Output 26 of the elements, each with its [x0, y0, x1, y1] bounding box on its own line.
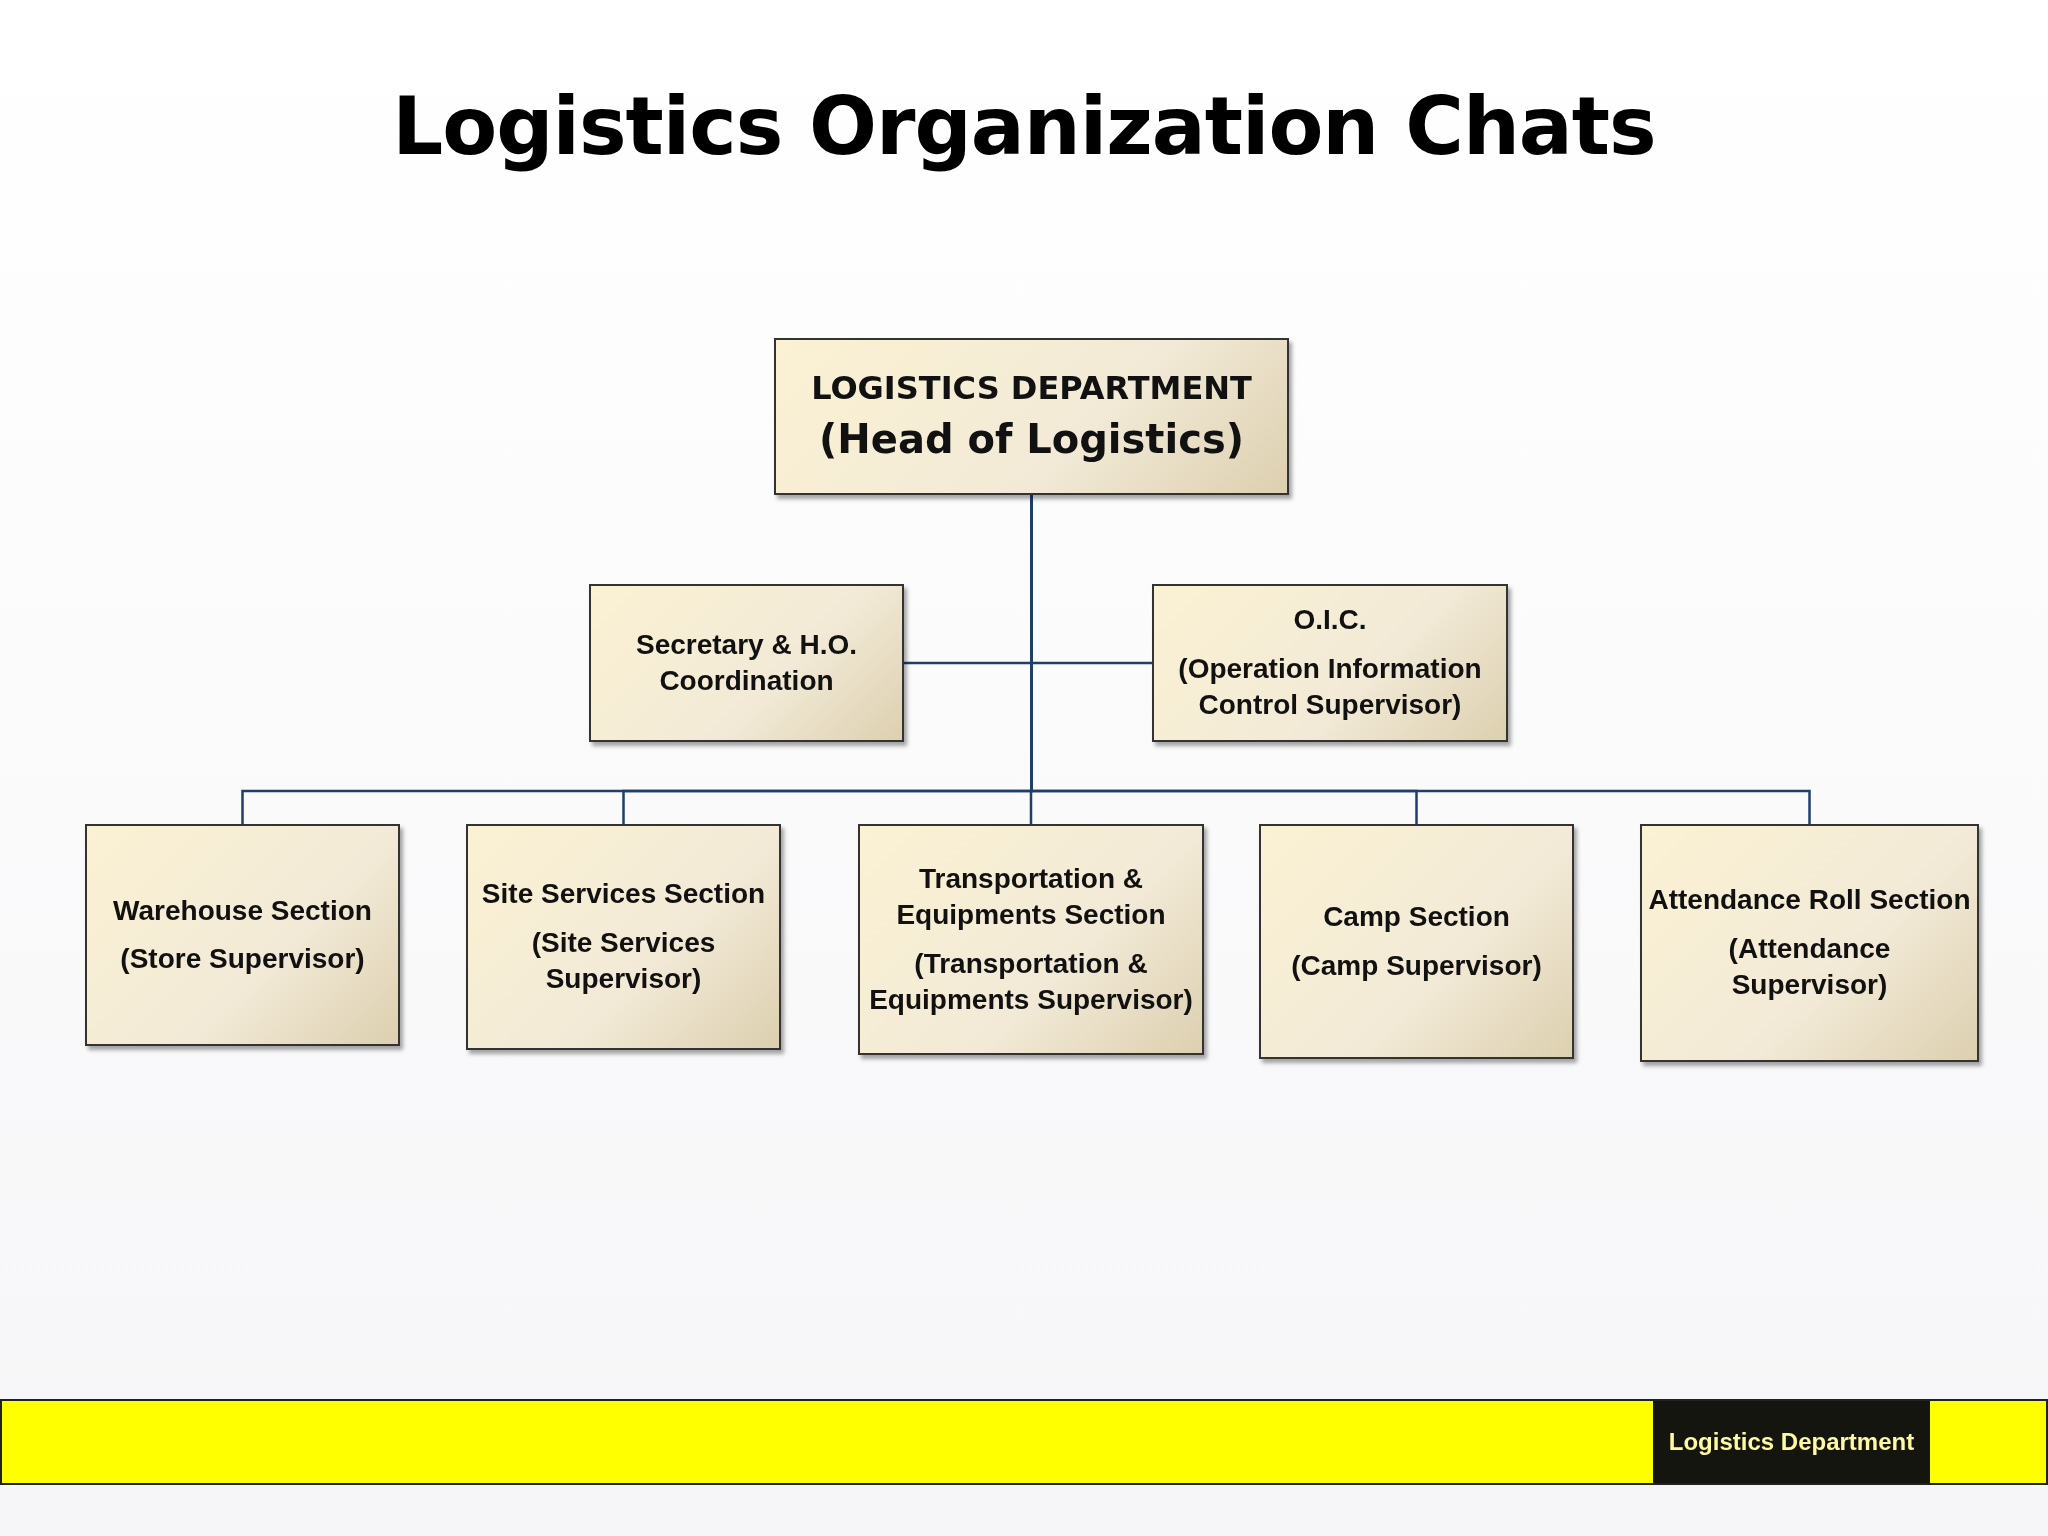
box-subtitle: (Operation Information Control Supervisor): [1177, 651, 1483, 723]
box-heading: Attendance Roll Section: [1648, 883, 1971, 918]
org-box: [858, 824, 1204, 1055]
org-box: [1152, 584, 1508, 742]
title: Logistics Organization Chats: [391, 80, 1657, 173]
box-subtitle: (Store Supervisor): [120, 942, 365, 976]
org-box: [589, 584, 904, 742]
box-subtitle: (Camp Supervisor): [1291, 948, 1542, 983]
box-heading: Warehouse Section: [113, 893, 372, 928]
box-heading: LOGISTICS DEPARTMENT: [811, 367, 1252, 409]
box-heading: Camp Section: [1323, 900, 1510, 935]
box-heading: O.I.C.: [1293, 603, 1367, 638]
org-box: [1259, 824, 1574, 1059]
org-box: [774, 338, 1289, 495]
department-label: [1653, 1401, 1930, 1483]
box-subtitle: (Attendance Supervisor): [1727, 931, 1892, 1003]
box-subtitle: (Head of Logistics): [819, 415, 1244, 465]
box-subtitle: (Site Services Supervisor): [530, 925, 717, 997]
org-box: [85, 824, 400, 1046]
box-heading: Logistics Department: [1668, 1426, 1915, 1457]
box-subtitle: (Transportation & Equipments Supervisor): [868, 946, 1194, 1017]
box-heading: Site Services Section: [481, 877, 766, 912]
box-heading: Transportation & Equipments Section: [895, 861, 1167, 933]
box-heading: Secretary & H.O. Coordination: [635, 627, 858, 698]
org-box: [1640, 824, 1979, 1062]
org-box: [466, 824, 781, 1050]
